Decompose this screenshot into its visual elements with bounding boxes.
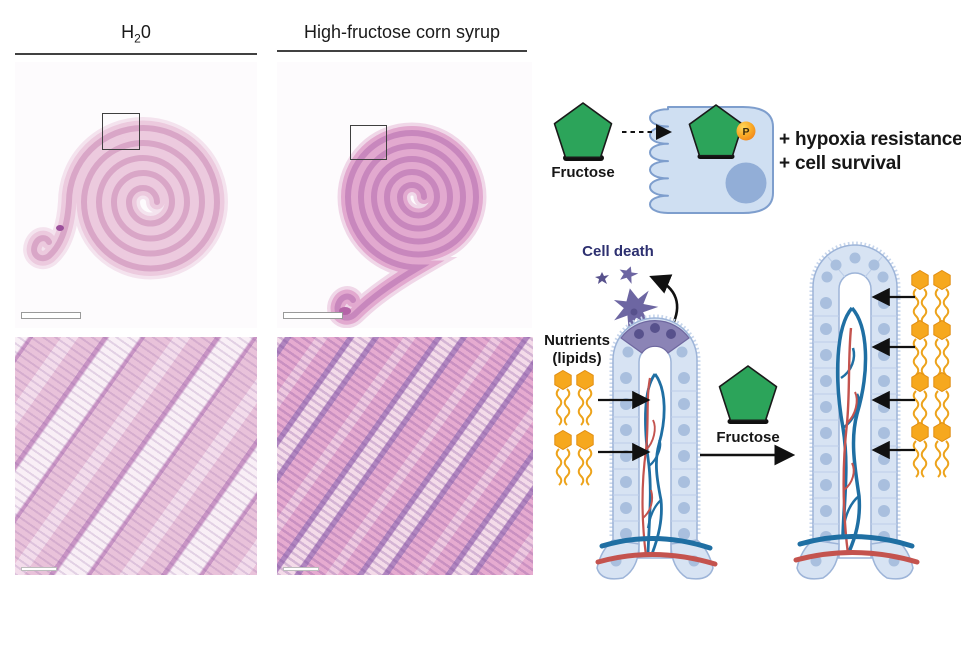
blood-vessels [641, 373, 666, 557]
pentagon-shape [553, 102, 613, 159]
swiss-roll-water-icon [23, 117, 229, 280]
dying-cells-cap [620, 320, 690, 354]
title-water-main: H [121, 22, 135, 42]
cell-death-label: Cell death [582, 243, 654, 260]
histology-roll-water-image [15, 62, 257, 328]
outcome-cell-survival: + cell survival [779, 153, 902, 174]
swiss-roll-hfcs-icon [327, 122, 487, 328]
villus-water [595, 314, 718, 580]
fructose-label-mid: Fructose [716, 429, 779, 446]
column-title-water: H20 [15, 22, 257, 55]
lipid-icon [553, 369, 573, 426]
phosphate-label: P [742, 126, 749, 138]
lipid-icon [932, 319, 952, 376]
fragment-nucleus [630, 308, 638, 316]
cell-fragment [619, 266, 639, 284]
vein-icon [847, 306, 868, 553]
roll-core [31, 125, 221, 272]
pentagon-shape [688, 104, 744, 157]
fructose-pentagon-icon [718, 365, 778, 424]
blood-vessels [835, 306, 868, 555]
base-vein-icon [599, 535, 713, 551]
vein-icon [650, 373, 666, 555]
cell-fragment [595, 272, 609, 284]
dying-cell-nuclei [634, 323, 676, 339]
histology-roll-hfcs-image [277, 62, 532, 328]
pentagon-shape [718, 365, 778, 422]
vein-branch [840, 347, 856, 380]
base-artery-icon [595, 551, 718, 567]
villus-nuclei [620, 346, 690, 540]
scale-bar [283, 567, 319, 571]
fructose-uptake-diagram: Fructose P [551, 102, 774, 214]
fructose-pentagon-icon [553, 102, 613, 161]
phospho-fructose-icon: P [688, 104, 756, 159]
villus-wall [812, 244, 898, 559]
vein-branch [646, 499, 662, 529]
lipid-icon [932, 421, 952, 478]
nucleus-icon [725, 162, 767, 204]
column-title-hfcs: High-fructose corn syrup [277, 22, 527, 52]
lipid-icon [553, 429, 573, 486]
stain-speck [56, 225, 64, 231]
histology-closeup-hfcs-image [277, 337, 533, 575]
artery-branch [642, 489, 654, 519]
lipid-icon [932, 371, 952, 428]
lipid-group-fructose [871, 269, 952, 478]
base-vein-icon [797, 533, 915, 549]
villus-fructose [793, 241, 920, 580]
phosphate-icon [736, 121, 756, 141]
inset-box [102, 113, 140, 150]
inset-box [350, 125, 387, 160]
scale-bar [21, 312, 81, 319]
lipid-icon [575, 369, 595, 426]
scale-bar [283, 312, 343, 319]
title-water-tail: 0 [140, 22, 151, 42]
scale-bar [21, 567, 57, 571]
outcome-hypoxia-resistance: + hypoxia resistance [779, 129, 961, 150]
fructose-label: Fructose [551, 164, 614, 181]
title-water-subscript: 2 [134, 31, 141, 46]
outcomes-text: + hypoxia resistance + cell survival [779, 128, 961, 176]
villus-comparison-diagram: Cell death Nutrients (lipids) [544, 241, 952, 580]
lipid-group-water [553, 369, 651, 486]
artery-icon [842, 327, 853, 555]
artery-branch [846, 391, 858, 424]
nutrients-label: Nutrients [544, 332, 610, 349]
vein-branch [648, 439, 662, 467]
lipids-sublabel: (lipids) [552, 350, 601, 367]
histology-closeup-water-image [15, 337, 257, 575]
lipid-icon [575, 429, 595, 486]
base-artery-icon [793, 550, 920, 565]
artery-branch [843, 462, 855, 491]
lipid-icon [932, 269, 952, 326]
roll-core [334, 130, 480, 321]
